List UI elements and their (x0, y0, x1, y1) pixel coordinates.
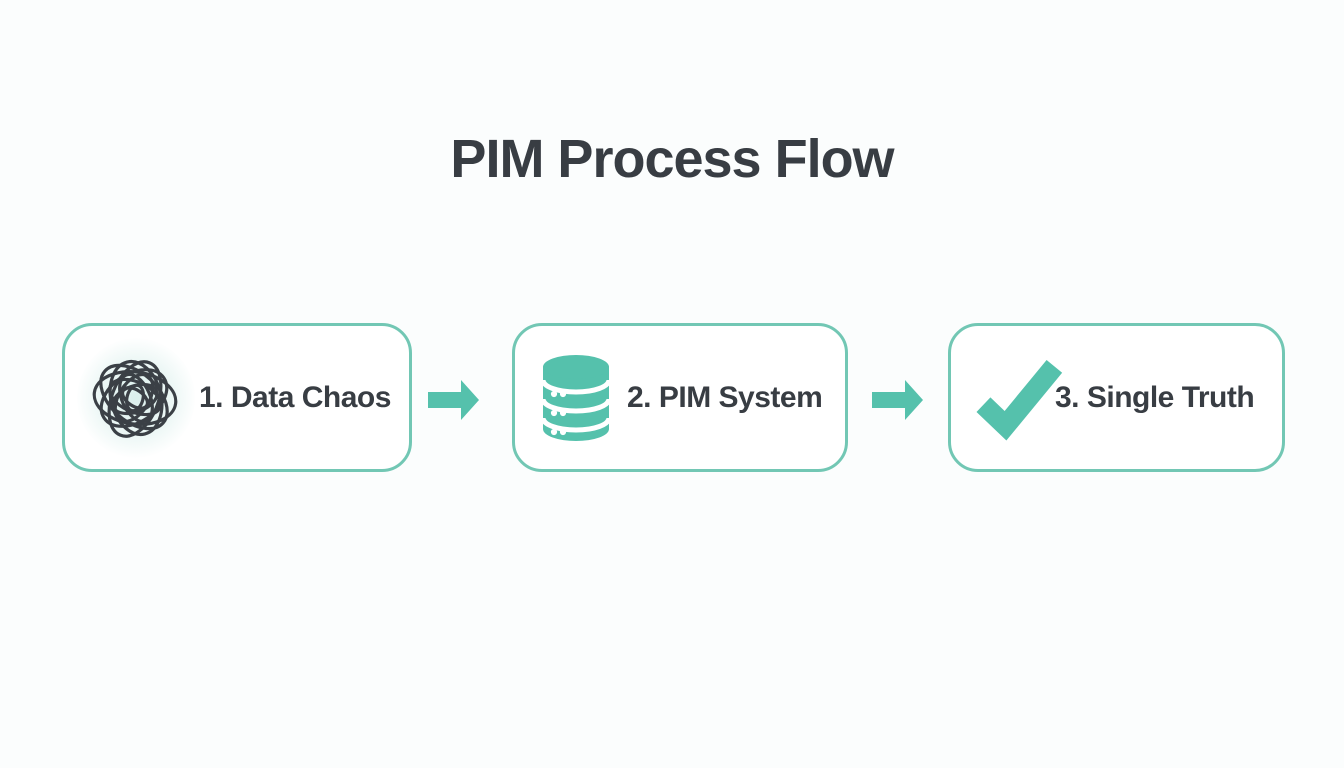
step-label: 2. PIM System (627, 380, 823, 414)
arrow-right-icon (428, 380, 480, 420)
checkmark-icon (971, 351, 1063, 445)
diagram-title: PIM Process Flow (450, 129, 894, 189)
step-label: 3. Single Truth (1055, 380, 1255, 414)
step-card-single-truth: 3. Single Truth (948, 323, 1285, 472)
database-icon (541, 354, 611, 442)
tangle-scribble-icon (77, 337, 195, 458)
step-card-data-chaos: 1. Data Chaos (62, 323, 412, 472)
step-label: 1. Data Chaos (199, 380, 391, 414)
step-card-pim-system: 2. PIM System (512, 323, 848, 472)
arrow-right-icon (872, 380, 924, 420)
